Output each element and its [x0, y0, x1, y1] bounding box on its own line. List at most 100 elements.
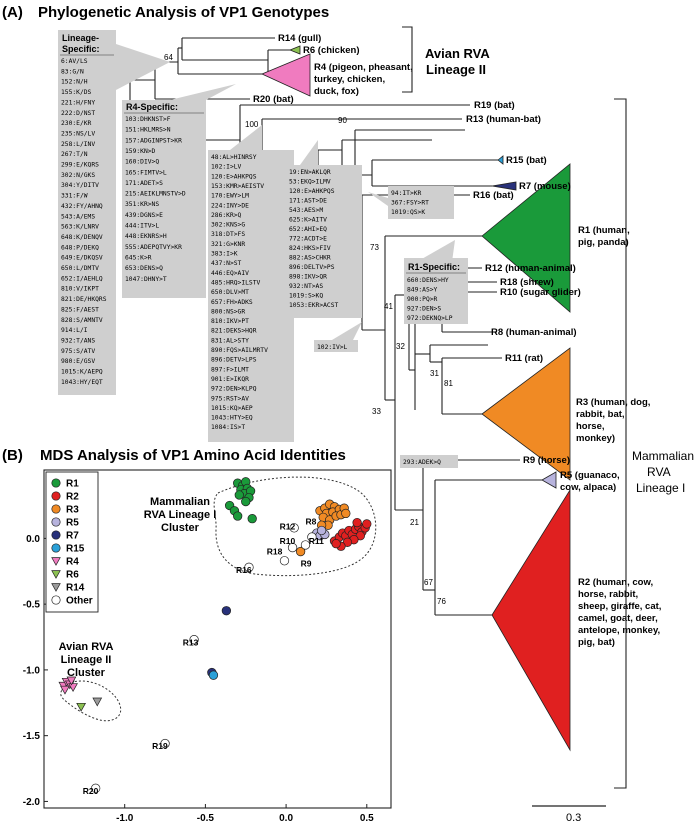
r4-specific-row: 160:DIV>Q — [125, 159, 159, 166]
tip-label-r5-line2: cow, alpaca) — [560, 482, 616, 493]
r1-specific-box: R1-Specific: 660:DENS>HY849:AS>Y900:PQ>R… — [404, 240, 468, 324]
r4-specific-list: 103:DHKNST>F151:HKLMRS>N157:ADGINPST>KR1… — [125, 116, 186, 283]
y-tick-label: 0.0 — [26, 534, 40, 545]
chart-title: MDS Analysis of VP1 Amino Acid Identitie… — [40, 447, 346, 464]
r1-specific-row: 972:DEKNQ>LP — [407, 315, 453, 322]
point-label-r8: R8 — [305, 516, 316, 526]
point-label-r12: R12 — [280, 522, 296, 532]
r4-specific-row: 351:KR>NS — [125, 201, 159, 208]
r1-specific-row: 927:DEN>S — [407, 306, 441, 313]
legend-marker-r3 — [51, 504, 61, 514]
substitution-row: 102:I>LV — [211, 164, 242, 171]
avian-bracket: Avian RVA Lineage II — [402, 26, 490, 93]
lineage-specific-row: 810:V/IKPT — [61, 286, 99, 293]
legend-marker-r4 — [51, 557, 61, 566]
lineage-specific-row: 652:I/AEHLQ — [61, 275, 103, 282]
r1-specific-row: 900:PQ>R — [407, 296, 438, 303]
tip-label-r10: R10 (sugar glider) — [500, 287, 581, 298]
lineage-specific-row: 83:G/N — [61, 68, 84, 75]
substitution-row: 485:HRQ>ILSTV — [211, 279, 260, 286]
substitution-row: 625:K>AITV — [289, 217, 327, 224]
panel-b: (B) MDS Analysis of VP1 Amino Acid Ident… — [2, 447, 392, 824]
lineage-specific-row: 650:L/DMTV — [61, 265, 99, 272]
panel-a-label: (A) — [2, 4, 23, 21]
scale-bar: 0.3 — [532, 805, 606, 824]
lineage-specific-row: 1015:K/AEPQ — [61, 369, 103, 376]
mammal-cluster-label-line3: Cluster — [161, 522, 200, 534]
r4-specific-row: 439:DGNS>E — [125, 212, 163, 219]
tip-label-r18: R18 (shrew) — [500, 277, 554, 288]
legend-marker-r1 — [51, 478, 61, 488]
clade-r15-triangle — [497, 155, 504, 165]
substitution-small-2: 293:ADEK>Q — [400, 455, 458, 468]
substitution-row: 972:DEN>KLPQ — [211, 386, 257, 393]
r4-specific-row: 159:KN>D — [125, 148, 156, 155]
substitution-small-1: 102:IV>L — [314, 322, 362, 352]
tip-label-r2-line4: camel, goat, deer, — [578, 613, 658, 624]
tip-label-r14: R14 (gull) — [278, 33, 321, 44]
legend-label-r2: R2 — [66, 492, 79, 503]
tip-labels: R14 (gull) R6 (chicken) R4 (pigeon, phea… — [253, 33, 661, 648]
tip-label-r20: R20 (bat) — [253, 94, 294, 105]
mammal-lineage-label-line2: RVA — [647, 465, 671, 479]
point-r4 — [66, 676, 77, 686]
mammal-cluster-label-line2: RVA Lineage I — [144, 509, 217, 521]
bootstrap-value: 32 — [396, 342, 405, 351]
mammal-cluster-label: Mammalian RVA Lineage I Cluster — [144, 496, 217, 534]
tip-label-r16: R16 (bat) — [473, 190, 514, 201]
bootstrap-value: 33 — [372, 407, 381, 416]
tip-label-r2-line3: sheep, giraffe, cat, — [578, 601, 661, 612]
tip-label-r1-line1: R1 (human, — [578, 225, 630, 236]
tip-label-r4-line1: R4 (pigeon, pheasant, — [314, 62, 413, 73]
substitution-small-2-text: 293:ADEK>Q — [403, 459, 441, 466]
lineage-specific-row: 980:E/GSV — [61, 358, 95, 365]
substitution-row: 831:AL>STY — [211, 337, 249, 344]
legend-marker-r5 — [51, 517, 61, 527]
legend-label-r5: R5 — [66, 518, 79, 529]
r4-specific-row: 555:ADEPQTVY>KR — [125, 244, 182, 251]
y-tick-label: -0.5 — [23, 600, 41, 611]
r4-specific-row: 645:K>R — [125, 254, 152, 261]
mammal-cluster-label-line1: Mammalian — [150, 496, 210, 508]
lineage-specific-row: 932:T/ANS — [61, 337, 95, 344]
legend-label-r3: R3 — [66, 505, 79, 516]
substitution-row: 824:HKS>FIV — [289, 245, 331, 252]
point-other — [189, 635, 199, 645]
mammal-cluster-outline — [213, 476, 377, 577]
point-other — [289, 523, 299, 533]
point-r14 — [92, 697, 103, 707]
clade-r3-triangle — [481, 347, 571, 481]
y-tick-label: -1.5 — [23, 731, 41, 742]
tip-label-r2-line5: antelope, monkey, — [578, 625, 660, 636]
substitution-row: 543:AES>M — [289, 207, 323, 214]
legend-label-r15: R15 — [66, 544, 85, 555]
point-other — [244, 562, 254, 572]
point-label-r18: R18 — [267, 547, 283, 557]
lineage-specific-row: 648:K/DENQV — [61, 234, 103, 241]
substitution-row: 48:AL>HINRSY — [211, 154, 257, 161]
point-r1 — [234, 490, 244, 500]
substitution-row: 1053:EKR>ACST — [289, 302, 338, 309]
bootstrap-value: 73 — [370, 243, 379, 252]
point-r3 — [341, 508, 351, 519]
panel-b-label: (B) — [2, 447, 23, 464]
point-label-r9: R9 — [301, 558, 312, 568]
tip-label-r3-line2: rabbit, bat, — [576, 409, 625, 420]
substitution-row: 383:I>K — [211, 251, 238, 258]
substitution-row: 800:NS>GR — [211, 308, 245, 315]
substitution-row: 94:IT>KR — [391, 190, 422, 197]
substitution-list-3-rows: 48:AL>HINRSY102:I>LV120:E>AHKPQS153:KMR>… — [211, 154, 268, 431]
lineage-specific-row: 821:DE/HKQRS — [61, 296, 107, 303]
scale-bar-label: 0.3 — [566, 812, 581, 824]
substitution-row: 810:IKV>PT — [211, 318, 249, 325]
substitution-row: 446:EQ>AIV — [211, 270, 249, 277]
lineage-specific-row: 258:L/INV — [61, 141, 95, 148]
r4-specific-row: 165:FIMTV>L — [125, 169, 167, 176]
point-other — [90, 783, 101, 793]
substitution-row: 932:NT>AS — [289, 283, 323, 290]
